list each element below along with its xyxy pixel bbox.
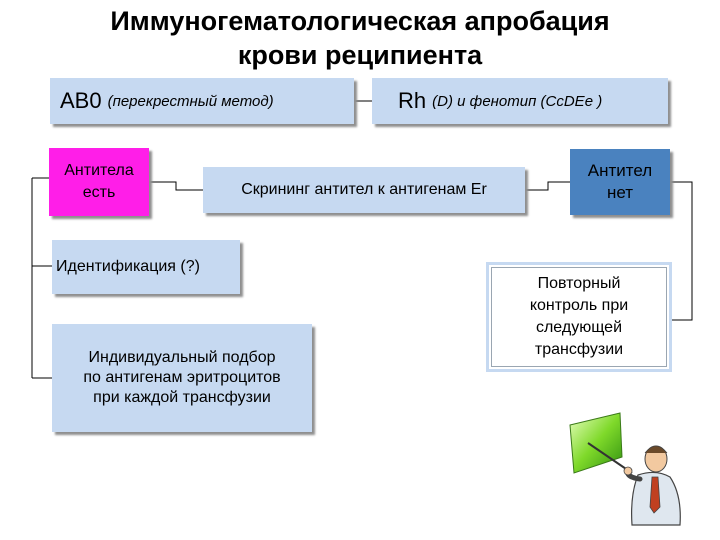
title-line-1: Иммуногематологическая апробация xyxy=(110,6,610,36)
title-line-2: крови реципиента xyxy=(237,40,483,70)
connector-screen-absent xyxy=(525,181,570,191)
ab0-sub-label: (перекрестный метод) xyxy=(107,92,274,110)
screening-label: Скрининг антител к антигенам Er xyxy=(241,181,487,198)
repeat-line-3: следующей xyxy=(535,319,623,336)
connector-absent-repeat xyxy=(670,181,693,321)
identification-box: Идентификация (?) xyxy=(52,240,240,294)
connector-present-screen xyxy=(149,181,203,191)
repeat-line-4: трансфузии xyxy=(534,341,624,358)
ab0-box: АВ0 (перекрестный метод) xyxy=(50,78,354,124)
individual-line-2: по антигенам эритроцитов xyxy=(83,369,281,386)
repeat-control-box: Повторный контроль при следующей трансфу… xyxy=(486,262,672,372)
antibodies-absent-line-2: нет xyxy=(606,183,634,202)
ab0-main-label: АВ0 xyxy=(60,88,102,113)
antibodies-absent-box: Антител нет xyxy=(570,149,670,215)
individual-line-1: Индивидуальный подбор xyxy=(88,349,276,366)
repeat-line-2: контроль при xyxy=(529,297,629,314)
antibodies-absent-line-1: Антител xyxy=(587,161,653,180)
repeat-line-1: Повторный xyxy=(537,275,621,292)
identification-label: Идентификация (?) xyxy=(56,258,200,275)
rh-main-label: Rh xyxy=(398,88,427,113)
individual-line-3: при каждой трансфузии xyxy=(93,389,271,406)
page-title: Иммуногематологическая апробация крови р… xyxy=(0,4,720,72)
presenter-with-board-icon xyxy=(569,412,681,526)
rh-sub-label: (D) и фенотип (CcDEe ) xyxy=(432,92,603,110)
antibodies-present-line-2: есть xyxy=(82,184,116,201)
rh-box: Rh (D) и фенотип (CcDEe ) xyxy=(372,78,668,124)
antibodies-present-box: Антитела есть xyxy=(49,148,149,216)
antibodies-present-line-1: Антитела xyxy=(64,162,134,179)
individual-selection-box: Индивидуальный подбор по антигенам эритр… xyxy=(52,324,312,432)
screening-box: Скрининг антител к антигенам Er xyxy=(203,167,525,213)
